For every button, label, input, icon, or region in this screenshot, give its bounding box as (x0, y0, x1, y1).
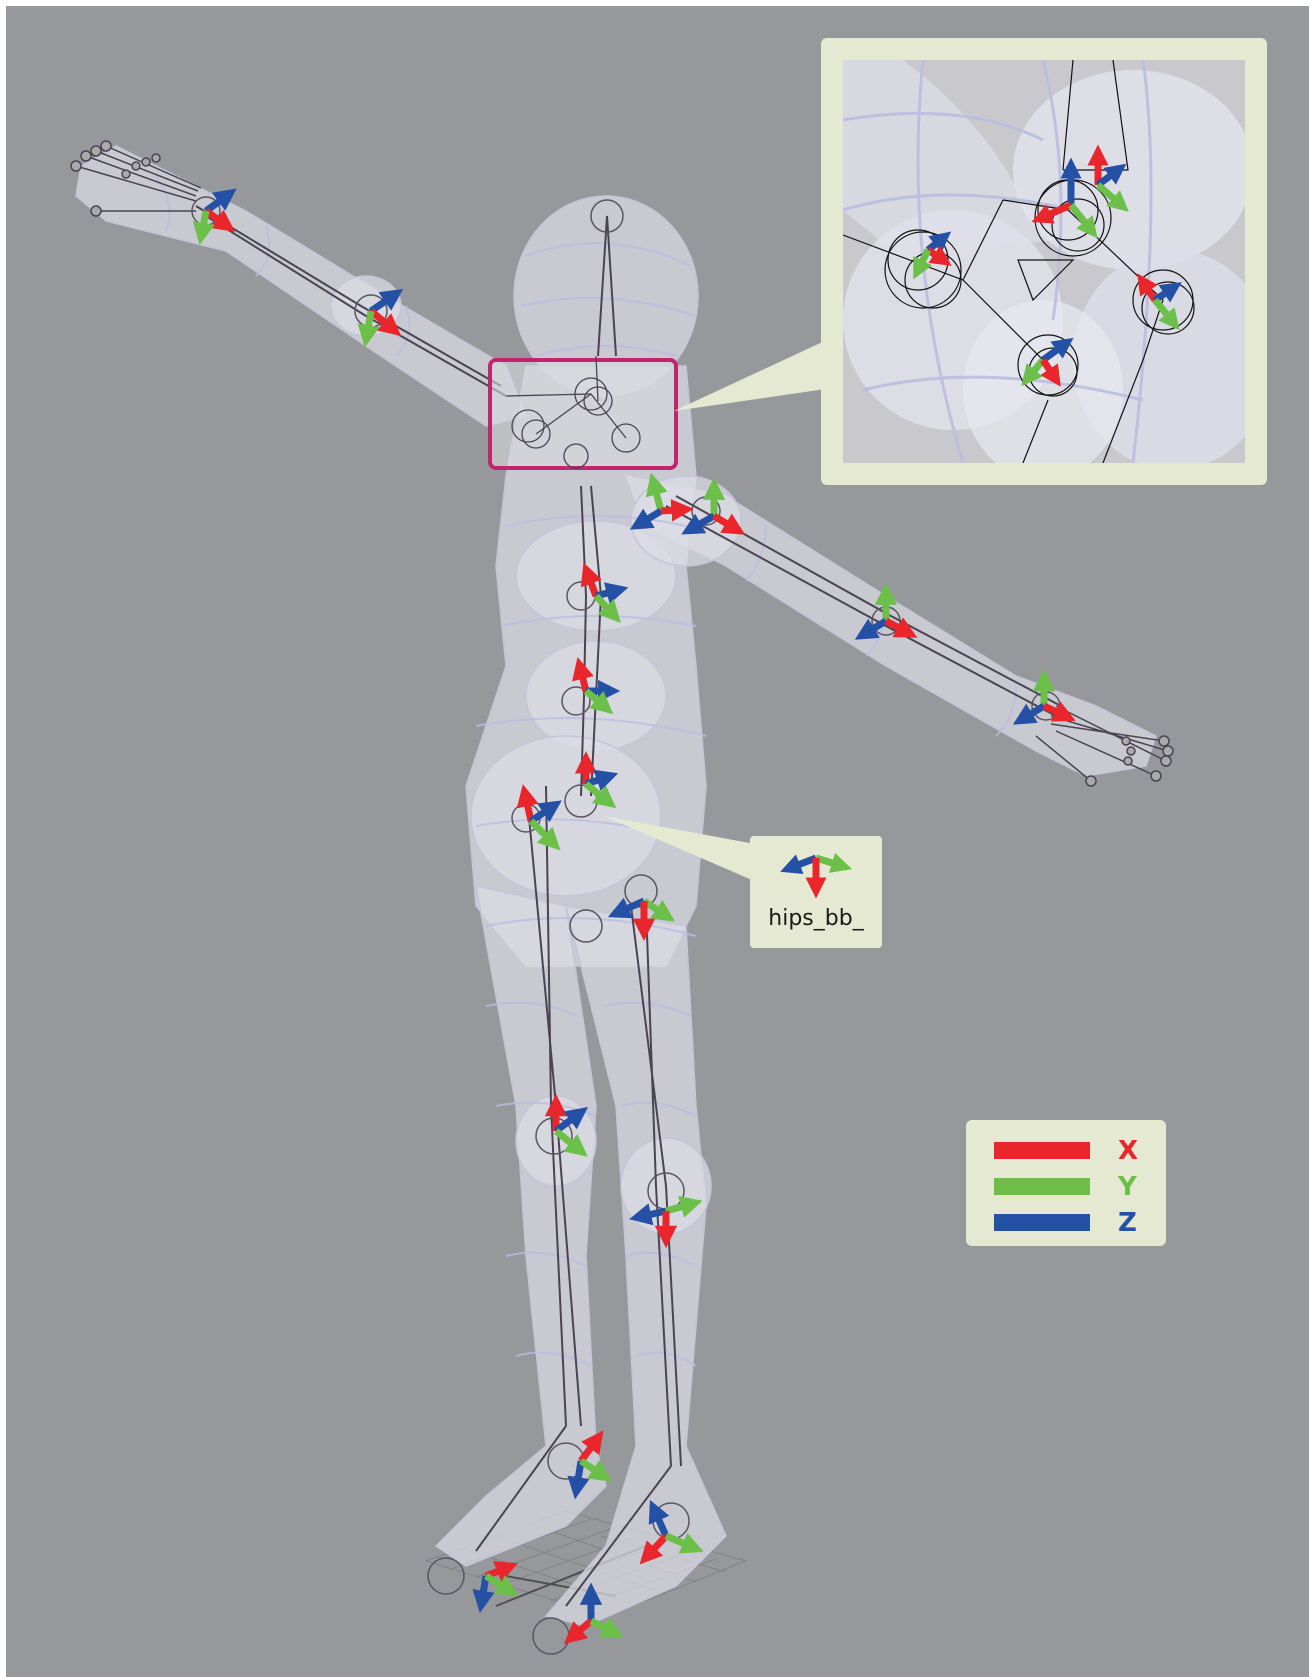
legend-label-z: Z (1118, 1208, 1137, 1238)
inset-zoom-panel (821, 38, 1267, 485)
axis-arrow-y (202, 211, 206, 234)
inset-joint-diagram (843, 60, 1245, 463)
axis-legend: X Y Z (966, 1120, 1166, 1246)
legend-swatch-z (994, 1214, 1090, 1231)
axis-arrow-z (482, 1576, 486, 1602)
joint-gizmo (482, 1567, 509, 1602)
legend-label-x: X (1118, 1136, 1138, 1166)
hips-callout-label: hips_bb_ (750, 906, 882, 931)
legend-item-y: Y (994, 1176, 1164, 1196)
axis-arrow-y (591, 1621, 614, 1633)
legend-item-z: Z (994, 1212, 1164, 1232)
hips-callout: hips_bb_ (750, 836, 882, 948)
axis-arrow-z (577, 1461, 581, 1488)
hips-axis-icon (750, 836, 882, 906)
legend-swatch-x (994, 1142, 1090, 1159)
inset-zoom-view (843, 60, 1245, 463)
3d-viewport[interactable]: hips_bb_ X Y Z (6, 6, 1309, 1677)
legend-item-x: X (994, 1140, 1164, 1160)
legend-label-y: Y (1118, 1172, 1137, 1202)
axis-arrow-y (367, 311, 371, 336)
axis-arrow-x (661, 510, 683, 511)
legend-swatch-y (994, 1178, 1090, 1195)
